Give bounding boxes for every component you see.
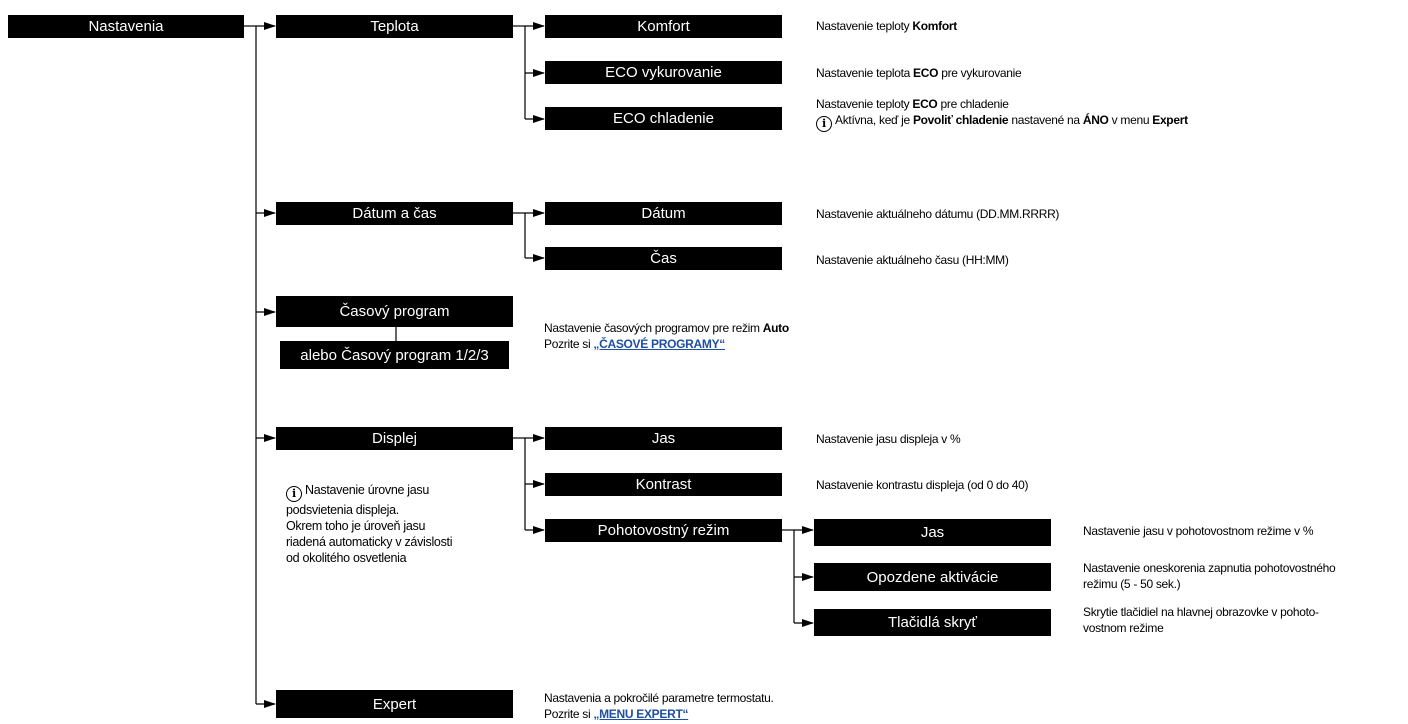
node-cas[interactable]: Čas <box>545 247 782 270</box>
desc-text: Nastavenie aktuálneho času (HH:MM) <box>816 253 1009 267</box>
desc-line: Skrytie tlačidiel na hlavnej obrazovke v… <box>1083 605 1319 619</box>
node-label: alebo Časový program 1/2/3 <box>300 346 489 364</box>
desc-bold: ECO <box>913 66 939 80</box>
desc-text: Nastavenie teploty <box>816 97 913 111</box>
node-pr-jas[interactable]: Jas <box>814 519 1051 546</box>
desc-line: Nastavenia a pokročilé parametre termost… <box>544 691 774 705</box>
desc-bold: ECO <box>912 97 938 111</box>
desc-text: Nastavenie jasu displeja v % <box>816 432 961 446</box>
node-label: ECO vykurovanie <box>605 64 722 81</box>
node-label: Expert <box>372 695 417 713</box>
desc-pr-jas: Nastavenie jasu v pohotovostnom režime v… <box>1083 523 1313 539</box>
desc-text: Nastavenie aktuálneho dátumu (DD.MM.RRRR… <box>816 207 1060 221</box>
desc-eco-vykurovanie: Nastavenie teplota ECO pre vykurovanie <box>816 65 1022 81</box>
node-eco-chladenie[interactable]: ECO chladenie <box>545 107 782 130</box>
node-label: Nastavenia <box>88 18 164 35</box>
node-label: Čas <box>650 250 677 267</box>
link-menu-expert[interactable]: „MENU EXPERT“ <box>593 707 689 721</box>
desc-text: nastavené na <box>1008 113 1083 127</box>
desc-text: Nastavenie teplota <box>816 66 914 80</box>
desc-line: Pozrite si „MENU EXPERT“ <box>544 706 774 722</box>
desc-text: Nastavenie úrovne jasu <box>305 483 430 497</box>
desc-text: Nastavenie kontrastu displeja (od 0 do 4… <box>816 478 1029 492</box>
desc-line: Okrem toho je úroveň jasu <box>286 519 426 533</box>
desc-casovy-program: Nastavenie časových programov pre režim … <box>544 320 789 352</box>
desc-line: Nastavenie oneskorenia zapnutia pohotovo… <box>1083 561 1336 575</box>
desc-text: Pozrite si <box>544 707 594 721</box>
desc-line: riadená automaticky v závislosti <box>286 535 453 549</box>
node-label: ECO chladenie <box>613 110 714 127</box>
desc-bold: Komfort <box>912 19 957 33</box>
desc-opozdene-aktivacie: Nastavenie oneskorenia zapnutia pohotovo… <box>1083 560 1336 592</box>
desc-text: pre vykurovanie <box>938 66 1022 80</box>
node-label: Dátum <box>641 205 686 222</box>
node-label: Teplota <box>370 18 419 35</box>
desc-bold: Auto <box>762 321 789 335</box>
node-label: Displej <box>371 430 417 447</box>
desc-tlacidla-skryt: Skrytie tlačidiel na hlavnej obrazovke v… <box>1083 604 1319 636</box>
desc-text: Pozrite si <box>544 337 594 351</box>
node-casovy-program[interactable]: Časový program <box>276 296 513 327</box>
desc-line: Nastavenie teploty ECO pre chladenie <box>816 96 1188 112</box>
node-datum-a-cas[interactable]: Dátum a čas <box>276 202 513 225</box>
desc-expert: Nastavenia a pokročilé parametre termost… <box>544 690 774 722</box>
desc-bold: Povoliť chladenie <box>912 113 1009 127</box>
node-komfort[interactable]: Komfort <box>545 15 782 38</box>
desc-line: režimu (5 - 50 sek.) <box>1083 577 1181 591</box>
node-tlacidla-skryt[interactable]: Tlačidlá skryť <box>814 609 1051 636</box>
desc-text: pre chladenie <box>937 97 1009 111</box>
node-label: Komfort <box>637 18 690 35</box>
desc-kontrast: Nastavenie kontrastu displeja (od 0 do 4… <box>816 477 1029 493</box>
desc-datum: Nastavenie aktuálneho dátumu (DD.MM.RRRR… <box>816 206 1059 222</box>
desc-bold: ÁNO <box>1082 113 1109 127</box>
desc-komfort: Nastavenie teploty Komfort <box>816 18 957 34</box>
node-pohotovostny-rezim[interactable]: Pohotovostný režim <box>545 519 782 542</box>
node-label: Pohotovostný režim <box>597 522 730 539</box>
desc-line: Nastavenie časových programov pre režim … <box>544 320 789 336</box>
node-label: Jas <box>651 430 676 447</box>
node-kontrast[interactable]: Kontrast <box>545 473 782 496</box>
desc-text: Aktívna, keď je <box>835 113 913 127</box>
desc-line: od okolitého osvetlenia <box>286 551 407 565</box>
desc-line: vostnom režime <box>1083 621 1164 635</box>
node-opozdene-aktivacie[interactable]: Opozdene aktivácie <box>814 563 1051 591</box>
node-teplota[interactable]: Teplota <box>276 15 513 38</box>
node-datum[interactable]: Dátum <box>545 202 782 225</box>
info-icon: i <box>286 486 302 502</box>
node-displej[interactable]: Displej <box>276 427 513 450</box>
desc-text: Nastavenie teploty <box>816 19 913 33</box>
desc-cas: Nastavenie aktuálneho času (HH:MM) <box>816 252 1009 268</box>
node-label: Kontrast <box>635 476 692 493</box>
info-icon: i <box>816 116 832 132</box>
desc-line: Pozrite si „ČASOVÉ PROGRAMY“ <box>544 336 789 352</box>
node-jas[interactable]: Jas <box>545 427 782 450</box>
desc-line: podsvietenia displeja. <box>286 503 399 517</box>
node-label: Opozdene aktivácie <box>866 568 999 586</box>
desc-text: Nastavenie jasu v pohotovostnom režime v… <box>1083 524 1314 538</box>
link-casove-programy[interactable]: „ČASOVÉ PROGRAMY“ <box>593 337 725 351</box>
desc-text: Nastavenie časových programov pre režim <box>544 321 763 335</box>
desc-text: v menu <box>1108 113 1153 127</box>
node-label: Časový program <box>339 303 450 320</box>
desc-bold: Expert <box>1152 113 1188 127</box>
desc-jas: Nastavenie jasu displeja v % <box>816 431 961 447</box>
node-nastavenia[interactable]: Nastavenia <box>8 15 244 38</box>
node-label: Dátum a čas <box>352 205 437 222</box>
node-casovy-program-alt[interactable]: alebo Časový program 1/2/3 <box>280 341 509 369</box>
node-eco-vykurovanie[interactable]: ECO vykurovanie <box>545 61 782 84</box>
node-expert[interactable]: Expert <box>276 690 513 718</box>
node-label: Jas <box>920 524 945 541</box>
node-label: Tlačidlá skryť <box>888 614 977 631</box>
